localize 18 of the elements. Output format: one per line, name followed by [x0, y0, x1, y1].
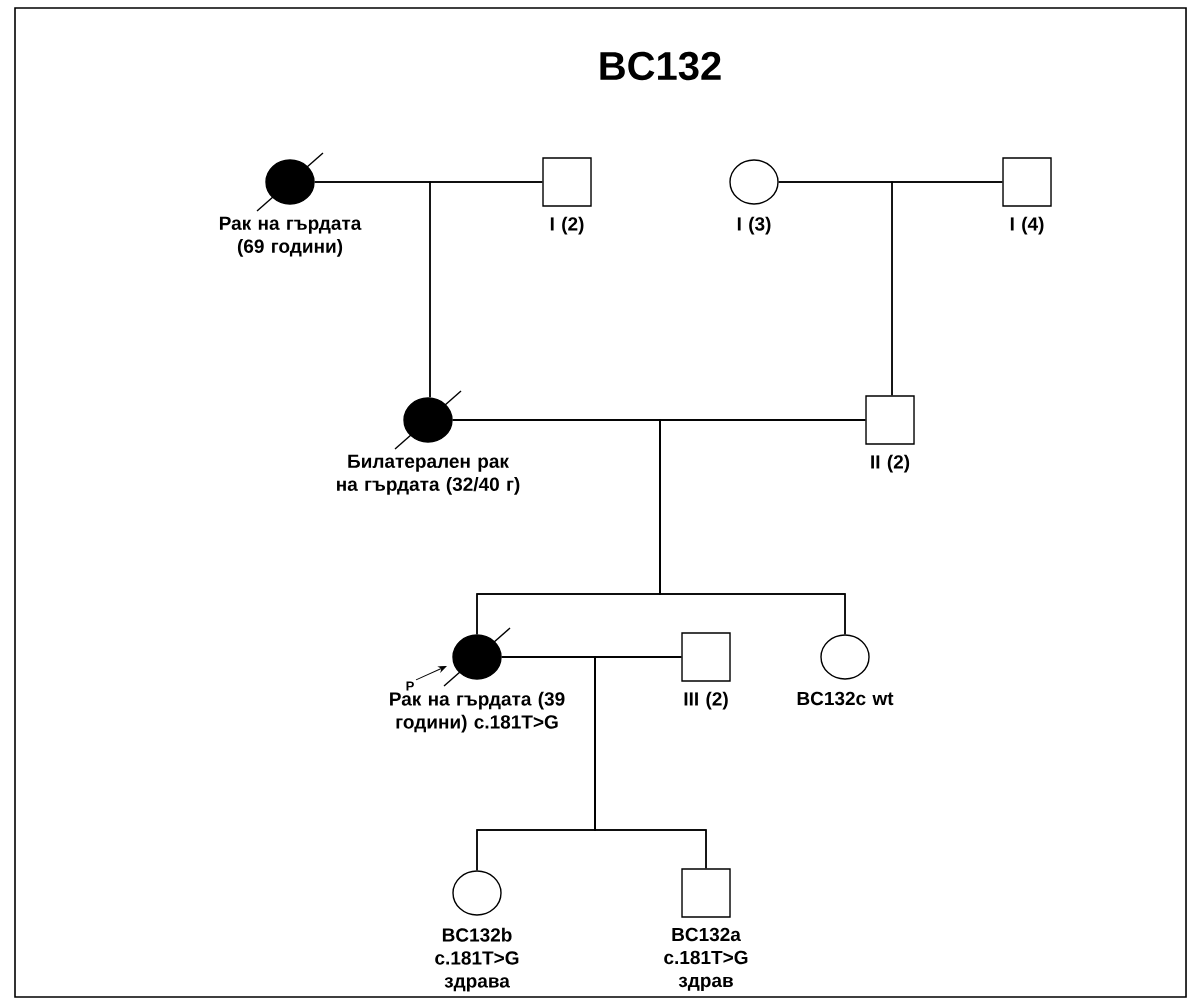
person-label: BC132a c.181T>G здрав [664, 927, 748, 991]
person-label: BC132b c.181T>G здрава [435, 927, 519, 992]
person-label: II (2) [871, 454, 910, 473]
title: BC132 [600, 51, 721, 81]
proband-label: P [406, 681, 414, 691]
descent-line [891, 181, 1003, 396]
person-label: Билатерален рак на гърдата (32/40 г) [337, 454, 520, 495]
descent-line [659, 419, 866, 635]
proband-arrow [415, 666, 447, 681]
person-label: BC132c wt [797, 691, 894, 706]
descent-line [594, 656, 707, 869]
descent-line [429, 181, 543, 398]
person-label: I (3) [737, 216, 771, 235]
person-label: I (4) [1010, 216, 1044, 235]
person-label: III (2) [684, 691, 728, 710]
person-label: Рак на гърдата (39 години) c.181T>G [390, 691, 565, 733]
person-label: I (2) [550, 216, 584, 235]
person-label: Рак на гърдата (69 години) [219, 216, 362, 257]
